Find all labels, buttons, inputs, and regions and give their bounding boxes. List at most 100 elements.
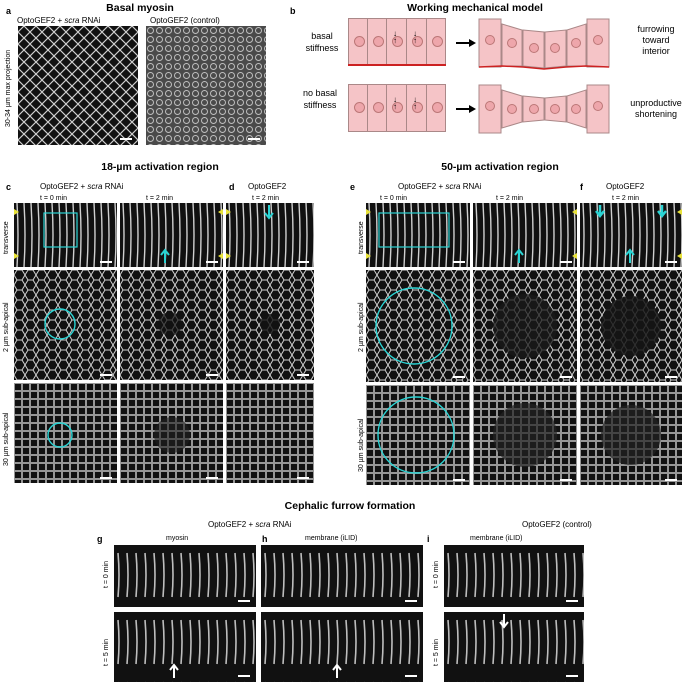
g-sub: myosin xyxy=(166,535,189,542)
panel-g-letter: g xyxy=(97,534,103,544)
panel-c-header: OptoGEF2 + scra RNAi xyxy=(40,182,124,191)
row-label-2um-18: 2 µm sub-apical xyxy=(3,302,10,352)
panel-d-header: OptoGEF2 xyxy=(248,182,287,191)
down-arrow-icon xyxy=(499,614,509,629)
c-time-0: t = 0 min xyxy=(40,195,68,202)
i-membrane-t5 xyxy=(444,612,584,682)
activation-region-box xyxy=(43,212,78,248)
epithelium-before-stiff: ↓↑ ↓↑ xyxy=(348,18,446,66)
scale-bar xyxy=(120,138,132,140)
scale-bar xyxy=(206,477,218,479)
force-arrows: ↓↑ xyxy=(393,95,397,111)
panel-b-letter: b xyxy=(290,6,296,16)
scale-bar xyxy=(100,477,112,479)
panel-a-title: Basal myosin xyxy=(106,2,174,14)
basal-myosin-control-image xyxy=(146,26,266,145)
force-arrows: ↓↑ xyxy=(393,29,397,45)
cf-row-t0-i: t = 0 min xyxy=(433,560,440,588)
c-time-2: t = 2 min xyxy=(146,195,174,202)
e-2um-t0 xyxy=(366,270,470,382)
row-label-30um-18: 30 µm sub-apical xyxy=(3,412,10,466)
epithelium-before-soft: ↓↑ ↓↑ xyxy=(348,84,446,132)
panel-g-header: OptoGEF2 + scra RNAi xyxy=(208,520,292,529)
down-arrow-icon xyxy=(264,205,274,220)
activation-circle xyxy=(377,396,455,474)
d-time-2: t = 2 min xyxy=(252,195,280,202)
scale-bar xyxy=(665,479,677,481)
basal-myosin-rnai-image xyxy=(18,26,138,145)
c-30um-t2 xyxy=(120,383,223,483)
e-time-2: t = 2 min xyxy=(496,195,524,202)
e-2um-t2 xyxy=(473,270,577,382)
scale-bar xyxy=(206,374,218,376)
scale-bar xyxy=(665,261,677,263)
e-time-0: t = 0 min xyxy=(380,195,408,202)
force-arrows: ↓↑ xyxy=(413,29,417,45)
cf-row-t5-i: t = 5 min xyxy=(433,638,440,666)
activation-circle xyxy=(44,308,76,340)
down-arrow-icon xyxy=(595,205,605,219)
g-myosin-t0 xyxy=(114,545,256,607)
basal-stiff-line xyxy=(348,64,446,66)
panel-i-letter: i xyxy=(427,534,430,544)
e-transverse-t2 xyxy=(473,203,577,267)
row-label-transverse-50: transverse xyxy=(358,221,365,254)
panel-e-letter: e xyxy=(350,182,356,192)
h-membrane-t0 xyxy=(261,545,423,607)
panel-f-letter: f xyxy=(580,182,583,192)
scale-bar xyxy=(297,261,309,263)
section-50-title: 50-µm activation region xyxy=(441,161,559,173)
scale-bar xyxy=(453,376,465,378)
h-membrane-t5 xyxy=(261,612,423,682)
panel-b-title: Working mechanical model xyxy=(407,2,543,14)
g-myosin-t5 xyxy=(114,612,256,682)
c-transverse-t0 xyxy=(14,203,117,267)
row-label-2um-50: 2 µm sub-apical xyxy=(358,302,365,352)
cf-row-t0-g: t = 0 min xyxy=(103,560,110,588)
epithelium-after-furrowing xyxy=(478,18,610,70)
f-30um-t2 xyxy=(580,385,682,485)
f-2um-t2 xyxy=(580,270,682,382)
e-30um-t0 xyxy=(366,385,470,485)
scale-bar xyxy=(100,374,112,376)
scale-bar xyxy=(560,479,572,481)
activation-circle xyxy=(375,287,453,365)
activation-region-box xyxy=(378,212,450,248)
panel-h-letter: h xyxy=(262,534,268,544)
e-30um-t2 xyxy=(473,385,577,485)
scale-bar xyxy=(566,675,578,677)
d-2um-t2 xyxy=(226,270,314,380)
scale-bar xyxy=(453,479,465,481)
down-arrow-icon xyxy=(657,205,667,219)
section-cf-title: Cephalic furrow formation xyxy=(284,500,416,512)
up-arrow-icon xyxy=(332,663,342,678)
scale-bar xyxy=(206,261,218,263)
panel-a-right-label: OptoGEF2 (control) xyxy=(150,16,220,25)
c-2um-t0 xyxy=(14,270,117,380)
panel-f-header: OptoGEF2 xyxy=(606,182,645,191)
row-label-30um-50: 30 µm sub-apical xyxy=(358,418,365,472)
scale-bar xyxy=(405,600,417,602)
i-membrane-t0 xyxy=(444,545,584,607)
c-2um-t2 xyxy=(120,270,223,380)
scale-bar xyxy=(560,261,572,263)
row-label-transverse-18: transverse xyxy=(3,221,10,254)
transition-arrow xyxy=(456,39,476,47)
scale-bar xyxy=(453,261,465,263)
panel-d-letter: d xyxy=(229,182,235,192)
up-arrow-icon xyxy=(160,248,170,263)
f-transverse-t2 xyxy=(580,203,682,267)
yellow-marker xyxy=(14,253,19,259)
activation-circle xyxy=(47,422,73,448)
scale-bar xyxy=(560,376,572,378)
up-arrow-icon xyxy=(625,248,635,263)
up-arrow-icon xyxy=(169,663,179,678)
force-arrows: ↓↑ xyxy=(413,95,417,111)
panel-a-letter: a xyxy=(6,6,12,16)
scale-bar xyxy=(566,600,578,602)
scale-bar xyxy=(238,600,250,602)
